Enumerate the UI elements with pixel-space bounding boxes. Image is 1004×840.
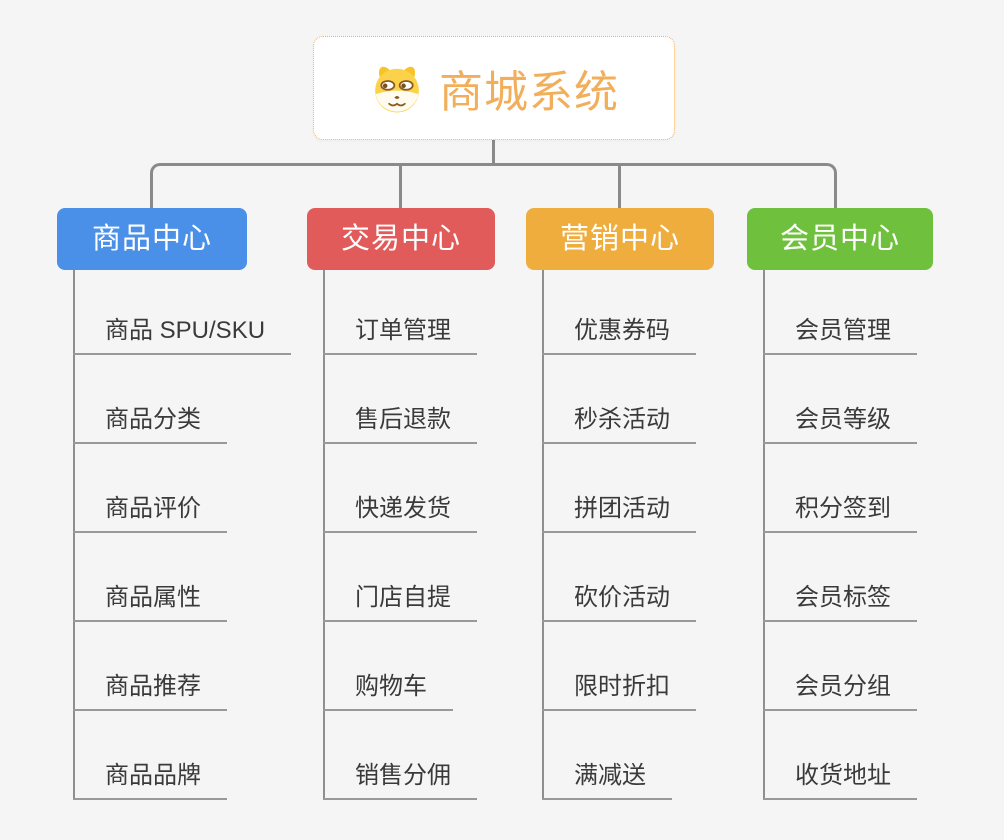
branch-member-center: 会员中心 会员管理 会员等级 积分签到 会员标签 会员分组 收货地址: [747, 208, 933, 800]
leaf-node[interactable]: 限时折扣: [542, 673, 696, 711]
leaf-node[interactable]: 会员等级: [763, 406, 917, 444]
branch-box-marketing-center[interactable]: 营销中心: [526, 208, 714, 270]
leaf-node[interactable]: 商品 SPU/SKU: [73, 317, 292, 355]
leaf-node[interactable]: 砍价活动: [542, 584, 696, 622]
leaf-node[interactable]: 商品属性: [73, 584, 227, 622]
leaf-node[interactable]: 满减送: [542, 762, 672, 800]
leaf-node[interactable]: 商品推荐: [73, 673, 227, 711]
leaf-node[interactable]: 门店自提: [323, 584, 477, 622]
connector-root-stem: [492, 140, 495, 165]
leaf-node[interactable]: 快递发货: [323, 495, 477, 533]
connector-rail: [150, 163, 837, 208]
connector-drop-trade: [399, 165, 402, 208]
leaf-node[interactable]: 商品品牌: [73, 762, 227, 800]
branch-trunk-line: [763, 270, 765, 800]
leaf-node[interactable]: 售后退款: [323, 406, 477, 444]
leaf-node[interactable]: 拼团活动: [542, 495, 696, 533]
leaf-node[interactable]: 优惠券码: [542, 317, 696, 355]
branch-trunk-line: [323, 270, 325, 800]
branch-marketing-center: 营销中心 优惠券码 秒杀活动 拼团活动 砍价活动 限时折扣 满减送: [526, 208, 714, 800]
leaf-node[interactable]: 订单管理: [323, 317, 477, 355]
leaf-node[interactable]: 销售分佣: [323, 762, 477, 800]
leaf-node[interactable]: 会员管理: [763, 317, 917, 355]
branch-trunk-line: [542, 270, 544, 800]
leaf-node[interactable]: 会员标签: [763, 584, 917, 622]
branch-box-product-center[interactable]: 商品中心: [57, 208, 247, 270]
leaf-node[interactable]: 购物车: [323, 673, 453, 711]
leaf-node[interactable]: 收货地址: [763, 762, 917, 800]
branch-box-member-center[interactable]: 会员中心: [747, 208, 933, 270]
branch-trade-center: 交易中心 订单管理 售后退款 快递发货 门店自提 购物车 销售分佣: [307, 208, 495, 800]
branch-product-center: 商品中心 商品 SPU/SKU 商品分类 商品评价 商品属性 商品推荐 商品品牌: [57, 208, 292, 800]
branch-trunk-line: [73, 270, 75, 800]
leaf-node[interactable]: 秒杀活动: [542, 406, 696, 444]
branch-box-trade-center[interactable]: 交易中心: [307, 208, 495, 270]
leaf-node[interactable]: 积分签到: [763, 495, 917, 533]
root-node[interactable]: 商城系统: [313, 36, 675, 140]
root-title: 商城系统: [439, 68, 619, 117]
dog-face-icon: [375, 66, 419, 113]
leaf-node[interactable]: 商品评价: [73, 495, 227, 533]
leaf-node[interactable]: 商品分类: [73, 406, 227, 444]
connector-drop-marketing: [618, 165, 621, 208]
leaf-node[interactable]: 会员分组: [763, 673, 917, 711]
